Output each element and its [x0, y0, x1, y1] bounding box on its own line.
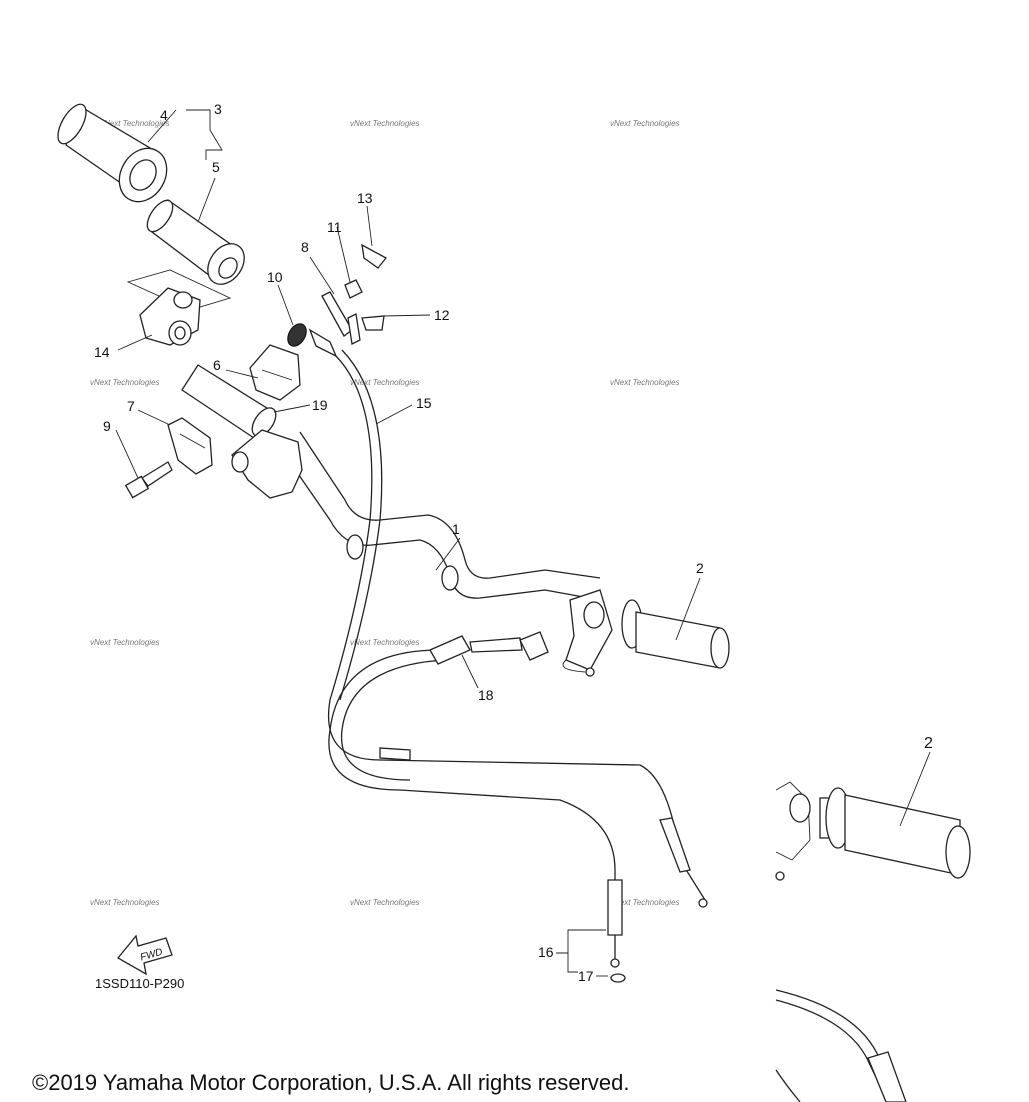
callout-detail-2: 2 — [924, 735, 933, 752]
bolt-9 — [124, 461, 173, 499]
handlebar — [284, 431, 601, 601]
callout-15: 15 — [416, 395, 432, 411]
clutch-cable — [328, 649, 623, 968]
callout-4: 4 — [160, 107, 168, 123]
clamp-lower — [167, 417, 213, 475]
callout-11: 11 — [327, 219, 342, 235]
copyright-notice: ©2019 Yamaha Motor Corporation, U.S.A. A… — [32, 1070, 630, 1095]
callout-5: 5 — [212, 159, 220, 175]
detail-right-grip — [775, 781, 971, 881]
right-grip — [562, 589, 730, 677]
left-perch — [181, 364, 303, 499]
cable-guide-parts — [287, 243, 387, 358]
callout-17: 17 — [578, 968, 594, 984]
watermark-text: vNext Technologies — [350, 638, 420, 647]
throttle-housing — [126, 269, 232, 346]
watermark-text: vNext Technologies — [90, 378, 160, 387]
callout-7: 7 — [127, 398, 135, 414]
watermark-text: vNext Technologies — [350, 378, 420, 387]
watermark-text: vNext Technologies — [90, 638, 160, 647]
clamp-upper — [249, 344, 301, 401]
callout-9: 9 — [103, 418, 111, 434]
watermark-text: vNext Technologies — [350, 119, 420, 128]
callout-2: 2 — [696, 560, 704, 576]
callout-6: 6 — [213, 357, 221, 373]
callout-16: 16 — [538, 944, 554, 960]
throttle-tube — [146, 199, 245, 285]
watermark-text: vNext Technologies — [610, 378, 680, 387]
callout-3: 3 — [214, 101, 222, 117]
callout-19: 19 — [312, 397, 328, 413]
callout-12: 12 — [434, 307, 450, 323]
callout-13: 13 — [357, 190, 373, 206]
watermark-text: vNext Technologies — [610, 119, 680, 128]
diagram-code: 1SSD110-P290 — [95, 976, 184, 991]
callout-8: 8 — [301, 239, 309, 255]
detail-cable-end — [775, 989, 907, 1102]
watermarks: vNext Technologies vNext Technologies vN… — [90, 119, 680, 907]
watermark-text: vNext Technologies — [90, 898, 160, 907]
watermark-text: vNext Technologies — [100, 119, 170, 128]
callouts: 1 2 3 4 5 6 7 8 9 10 11 12 13 14 15 16 1… — [94, 101, 933, 984]
watermark-text: vNext Technologies — [350, 898, 420, 907]
callout-10: 10 — [267, 269, 283, 285]
callout-14: 14 — [94, 344, 110, 360]
cable-adjuster — [429, 631, 549, 665]
callout-1: 1 — [452, 521, 460, 537]
watermark-text: vNext Technologies — [610, 898, 680, 907]
left-grip — [57, 103, 168, 203]
callout-18: 18 — [478, 687, 494, 703]
throttle-cable — [328, 349, 708, 908]
fwd-arrow-icon: FWD — [117, 934, 173, 976]
leader-lines — [115, 109, 931, 983]
